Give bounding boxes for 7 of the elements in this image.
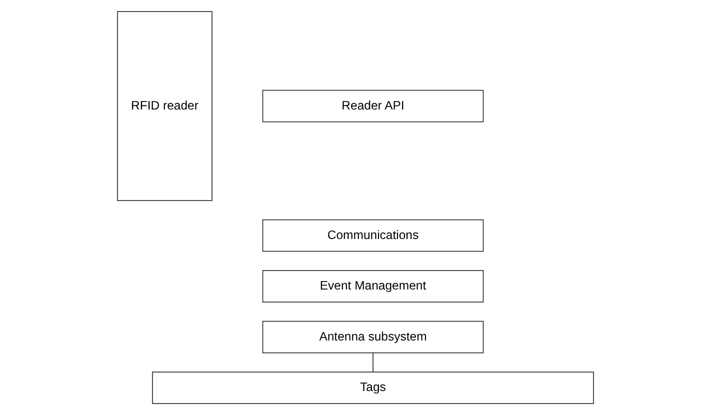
connector [372, 352, 374, 372]
node-box: Antenna subsystem [262, 320, 484, 354]
node-box: RFID reader [117, 11, 212, 201]
node-box: Event Management [262, 270, 484, 302]
node-box: Reader API [262, 90, 484, 122]
node-box: Communications [262, 219, 484, 252]
node-box: Tags [152, 372, 594, 404]
